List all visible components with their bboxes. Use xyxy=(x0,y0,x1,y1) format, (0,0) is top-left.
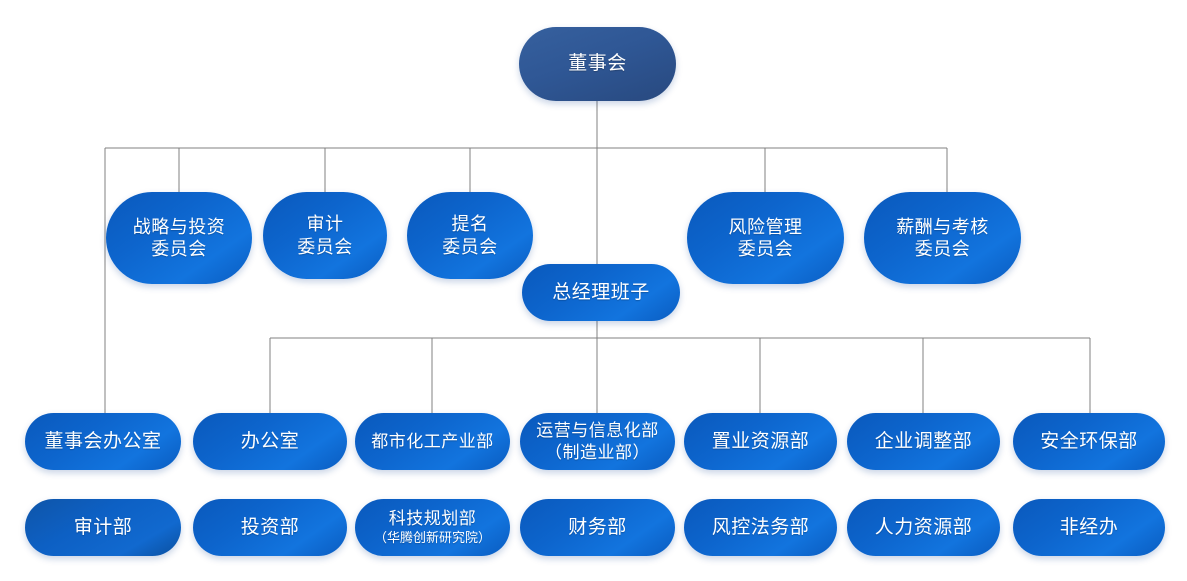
node-finance-dept[interactable]: 财务部 xyxy=(520,499,675,556)
node-risk-legal-affairs-dept[interactable]: 风控法务部 xyxy=(684,499,837,556)
node-investment-dept[interactable]: 投资部 xyxy=(193,499,347,556)
node-label: 办公室 xyxy=(240,430,300,452)
node-office[interactable]: 办公室 xyxy=(193,413,347,470)
node-label-line1: 审计 xyxy=(306,214,344,235)
node-property-resources-dept[interactable]: 置业资源部 xyxy=(684,413,837,470)
node-board-of-directors[interactable]: 董事会 xyxy=(519,27,676,101)
node-label: 安全环保部 xyxy=(1040,430,1138,452)
node-enterprise-adjustment-dept[interactable]: 企业调整部 xyxy=(847,413,1000,470)
node-label: 置业资源部 xyxy=(711,430,810,452)
node-general-manager-team[interactable]: 总经理班子 xyxy=(522,264,680,321)
node-audit-committee[interactable]: 审计 委员会 xyxy=(263,192,387,279)
node-audit-dept[interactable]: 审计部 xyxy=(25,499,181,556)
node-label-line2: 委员会 xyxy=(297,236,353,257)
node-label: 总经理班子 xyxy=(552,281,650,303)
node-human-resources-dept[interactable]: 人力资源部 xyxy=(847,499,1000,556)
node-label-line1: 运营与信息化部 xyxy=(536,421,659,441)
node-sublabel: （华腾创新研究院） xyxy=(373,530,491,546)
node-label: 财务部 xyxy=(568,516,627,538)
node-label: 企业调整部 xyxy=(874,430,973,452)
node-label: 审计部 xyxy=(73,516,133,538)
node-label: 风控法务部 xyxy=(711,516,810,538)
node-label-line2: （制造业部） xyxy=(545,442,650,462)
node-board-office[interactable]: 董事会办公室 xyxy=(25,413,181,470)
node-compensation-appraisal-committee[interactable]: 薪酬与考核 委员会 xyxy=(864,192,1021,284)
node-label-line2: 委员会 xyxy=(442,236,498,257)
node-label: 都市化工产业部 xyxy=(371,431,494,451)
node-label-line1: 战略与投资 xyxy=(132,216,226,237)
node-label-line1: 薪酬与考核 xyxy=(896,216,989,237)
node-nomination-committee[interactable]: 提名 委员会 xyxy=(407,192,533,279)
node-label: 投资部 xyxy=(240,516,300,538)
node-risk-management-committee[interactable]: 风险管理 委员会 xyxy=(687,192,844,284)
node-safety-environmental-protection-dept[interactable]: 安全环保部 xyxy=(1013,413,1165,470)
node-label-line2: 委员会 xyxy=(737,239,794,259)
node-non-operating-office[interactable]: 非经办 xyxy=(1013,499,1165,556)
node-operations-informatization-dept[interactable]: 运营与信息化部 （制造业部） xyxy=(520,413,675,470)
node-label: 科技规划部 xyxy=(388,509,477,529)
node-label-line1: 风险管理 xyxy=(728,216,803,237)
node-technology-planning-dept[interactable]: 科技规划部 （华腾创新研究院） xyxy=(355,499,510,556)
node-label-line2: 委员会 xyxy=(914,239,971,259)
node-label-line2: 委员会 xyxy=(151,239,207,259)
node-label: 董事会办公室 xyxy=(44,430,162,452)
node-label: 人力资源部 xyxy=(874,516,973,538)
node-strategy-investment-committee[interactable]: 战略与投资 委员会 xyxy=(106,192,252,284)
node-urban-chemical-industry-dept[interactable]: 都市化工产业部 xyxy=(355,413,510,470)
node-label-line1: 提名 xyxy=(451,214,489,235)
node-label: 董事会 xyxy=(568,53,627,75)
node-label: 非经办 xyxy=(1059,516,1119,538)
